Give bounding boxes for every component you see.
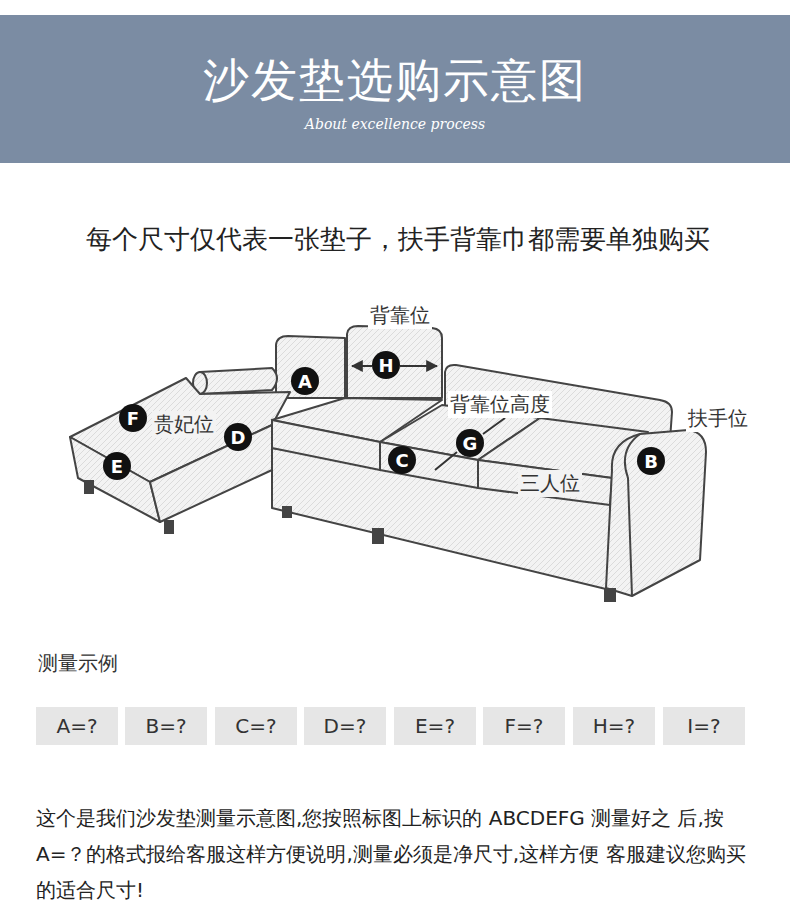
part-label: 扶手位 (686, 405, 750, 432)
measure-text: A=? (56, 714, 97, 738)
callout-circle: H (372, 351, 400, 379)
measure-text: H=? (593, 714, 635, 738)
callout-circle: E (103, 452, 131, 480)
measure-text: C=? (235, 714, 276, 738)
callout-letter: H (378, 355, 393, 376)
callout-circle: A (291, 367, 319, 395)
part-label: 背靠位 (368, 302, 432, 329)
measure-box: E=? (394, 707, 476, 745)
callout-letter: B (644, 451, 658, 472)
callout-letter: E (111, 456, 123, 477)
measure-box: I=? (663, 707, 745, 745)
measure-box: H=? (573, 707, 655, 745)
measure-box: F=? (483, 707, 565, 745)
part-label: 三人位 (518, 470, 582, 497)
callout-letter: D (231, 427, 246, 448)
measure-box: B=? (125, 707, 207, 745)
callout-letter: C (395, 450, 408, 471)
callout-circle: C (388, 446, 416, 474)
notice-text: 每个尺寸仅代表一张垫子，扶手背靠巾都需要单独购买 (86, 222, 710, 257)
measure-text: F=? (505, 714, 544, 738)
callout-circle: G (456, 429, 484, 457)
measure-box: D=? (304, 707, 386, 745)
header-subtitle: About excellence process (305, 116, 485, 132)
callout-circle: B (637, 447, 665, 475)
callout-letter: F (127, 408, 139, 429)
section-heading: 测量示例 (38, 650, 118, 677)
callout-letter: G (463, 433, 478, 454)
callout-letter: A (298, 371, 312, 392)
measure-box: C=? (215, 707, 297, 745)
callout-circle: F (119, 404, 147, 432)
measure-text: E=? (415, 714, 455, 738)
instruction-text: 这个是我们沙发垫测量示意图,您按照标图上标识的 ABCDEFG 测量好之 后,按… (36, 800, 756, 908)
measure-text: B=? (145, 714, 186, 738)
callout-circle: D (224, 423, 252, 451)
page-title: 沙发垫选购示意图 (203, 50, 587, 112)
measure-text: D=? (324, 714, 367, 738)
measure-box: A=? (36, 707, 118, 745)
part-label: 贵妃位 (152, 411, 216, 438)
part-label: 背靠位高度 (448, 391, 552, 418)
measure-text: I=? (687, 714, 720, 738)
